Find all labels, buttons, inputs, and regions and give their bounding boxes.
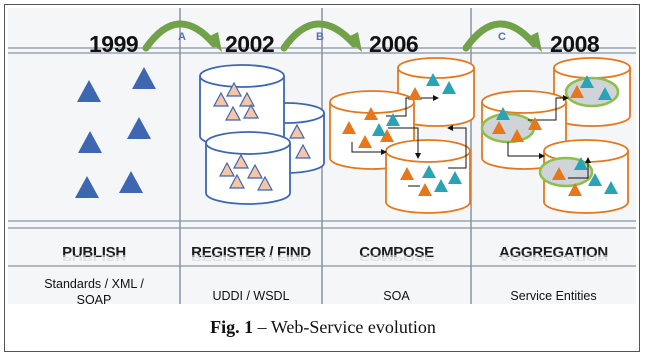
tech-line: SOAP (76, 293, 112, 304)
transition-label-b: B (316, 31, 324, 43)
transition-arrow-a (142, 20, 222, 52)
composition-flows (351, 95, 467, 187)
year-label-2006: 2006 (369, 31, 419, 57)
stage-reflection: COMPOSE (359, 252, 434, 262)
compose-cylinder (385, 139, 471, 214)
transition-arrow-c (462, 20, 542, 52)
aggregated-services-teal (496, 75, 618, 194)
tech-label-publish: Standards / XML / SOAP (8, 276, 180, 304)
year-label-1999: 1999 (89, 31, 139, 57)
stage-reflection: REGISTER / FIND (191, 252, 311, 262)
service-triangle (119, 171, 143, 193)
stage-reflection: AGGREGATION (499, 252, 608, 262)
registered-services (212, 81, 312, 191)
service-triangle (78, 131, 102, 153)
tech-label-register-find: UDDI / WSDL (180, 288, 322, 304)
year-label-2002: 2002 (225, 31, 275, 57)
stage-reflection: PUBLISH (62, 252, 126, 262)
tech-label-compose: SOA (322, 288, 471, 304)
service-triangle (77, 80, 101, 102)
transition-arrow-b (280, 20, 362, 52)
composed-services-orange (342, 87, 432, 196)
service-triangle (132, 67, 156, 89)
evolution-diagram: 1999 2002 2006 2008 A B C PUBLISH REGIST… (8, 8, 636, 304)
figure-caption: Fig. 1 – Web-Service evolution (0, 317, 646, 338)
tech-line: SOA (383, 289, 410, 303)
caption-label: Fig. 1 (210, 317, 254, 337)
tech-line: UDDI / WSDL (212, 289, 290, 303)
published-services (75, 67, 156, 198)
caption-text: – Web-Service evolution (253, 317, 436, 337)
transition-label-c: C (498, 31, 506, 43)
transition-label-a: A (178, 31, 186, 43)
stage-label-register-find: REGISTER / FIND (191, 244, 311, 261)
stage-label-publish: PUBLISH (62, 244, 126, 261)
diagram-canvas (8, 8, 636, 304)
tech-line: Standards / XML / (44, 277, 144, 291)
tech-line: Service Entities (510, 289, 597, 303)
aggregation-flows (507, 95, 591, 179)
service-triangle (127, 117, 151, 139)
aggregated-services-orange (492, 85, 584, 196)
stage-label-aggregation: AGGREGATION (499, 244, 608, 261)
service-triangle (75, 176, 99, 198)
tech-label-aggregation: Service Entities (471, 288, 636, 304)
year-label-2008: 2008 (550, 31, 600, 57)
stage-label-compose: COMPOSE (359, 244, 434, 261)
composed-services-teal (372, 73, 462, 192)
